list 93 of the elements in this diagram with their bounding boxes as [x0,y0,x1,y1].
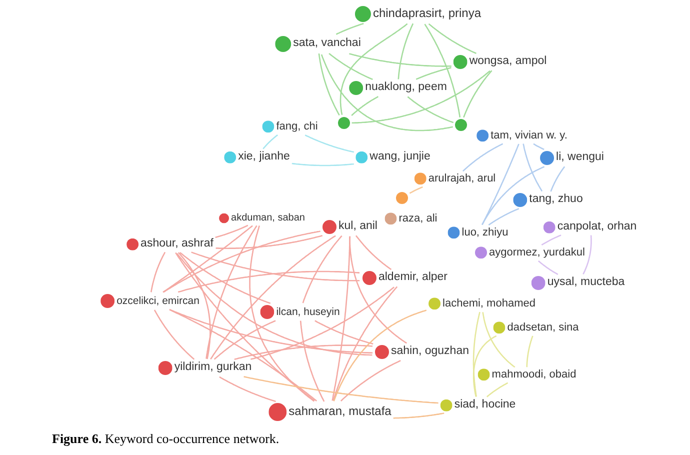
node-label: ozcelikci, emircan [116,294,200,308]
node-label: xie, jianhe [238,150,290,164]
link-line [320,54,453,132]
link-line [463,70,492,118]
node-label: aygormez, yurdakul [489,246,585,260]
link-line [582,234,592,275]
link-line [215,224,248,238]
link-line [349,53,452,67]
link-line [550,166,566,192]
link-line [333,310,427,402]
node-label: sata, vanchai [293,37,361,51]
link-line [533,143,544,150]
link-line [336,22,364,35]
link-line [351,96,379,116]
link-line [472,312,480,397]
link-line [332,286,398,401]
figure-caption: Figure 6. Keyword co-occurrence network. [52,431,280,447]
node-label: luo, zhiyu [462,226,508,240]
link-line [178,252,211,360]
link-line [249,226,314,402]
link-line [482,166,545,226]
link-line [150,252,166,292]
link-line [214,320,276,360]
node-label: sahin, oguzhan [391,345,469,359]
node-label: tang, zhuo [529,193,583,207]
link-line [210,235,336,360]
link-line [178,270,360,293]
node-label: canpolat, orhan [557,220,637,234]
link-line [424,24,461,118]
link-line [169,309,318,402]
node-label: lachemi, mohamed [442,298,536,310]
node-label: siad, hocine [454,398,516,412]
link-line [262,134,278,150]
link-line [234,344,372,360]
node-label: chindaprasirt, prinya [372,7,482,21]
link-line [292,162,354,166]
node-label: akduman, saban [231,212,305,224]
link-line [541,234,562,246]
link-line [219,376,276,402]
link-line [175,252,315,402]
node-label: arulrajah, arul [428,172,496,186]
node-label: fang, chi [276,120,318,134]
node-label: kul, anil [338,220,378,234]
link-line [462,143,504,172]
link-line [176,253,372,356]
link-line [302,235,342,304]
link-line [304,134,354,153]
link-line [162,225,253,293]
link-line [340,23,408,115]
link-line [216,234,323,250]
node-label: ashour, ashraf [140,237,214,251]
link-line [486,382,508,398]
link-line [407,96,454,124]
link-line [482,312,516,368]
link-line [318,53,340,116]
link-line [340,360,401,402]
link-line [169,308,373,354]
node-label: mahmoodi, obaid [492,368,576,382]
node-label: wongsa, ampol [469,55,547,69]
link-line [180,252,271,304]
link-line [154,310,195,360]
link-line [352,70,490,124]
link-line [398,23,414,80]
link-line [416,67,452,80]
link-line [409,186,424,194]
node-label: ilcan, huseyin [276,306,340,318]
node-label: nuaklong, peem [365,81,447,95]
node-label: wang, junjie [370,150,430,164]
link-line [538,260,558,275]
node-label: aldemir, alper [378,271,448,285]
node-label: uysal, mucteba [547,276,625,290]
link-line [488,208,520,226]
link-line [522,144,543,192]
link-line [393,412,444,419]
node-label: dadsetan, sina [507,322,579,334]
link-line [250,286,395,360]
link-line [191,252,360,282]
node-label: yildirim, gurkan [174,361,252,375]
node-label: li, wengui [556,151,604,165]
link-line [428,23,476,54]
link-line [206,225,258,359]
link-line [328,52,373,80]
node-label: raza, ali [398,212,438,226]
node-label: tam, vivian w. y. [490,130,568,142]
link-line [244,376,438,404]
link-line [356,235,392,270]
link-line [314,320,374,345]
node-label: sahmaran, mustafa [288,405,392,419]
link-line [472,335,497,397]
link-line [526,336,534,368]
link-line [300,320,325,402]
link-line [349,236,407,344]
link-line [163,230,320,293]
